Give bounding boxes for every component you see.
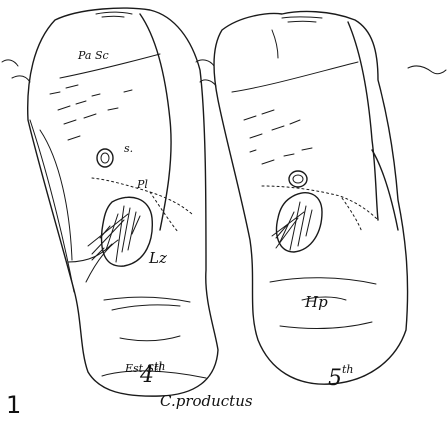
caption-fifth-segment: 5 th — [328, 363, 354, 391]
segment-ordinal: 4 — [139, 363, 154, 388]
segment-ordinal: 5 — [328, 366, 342, 391]
plate-number: 1 — [6, 391, 21, 419]
label-s: s. — [124, 142, 133, 155]
label-pl: Pl — [136, 178, 148, 191]
label-lz: Lz — [148, 249, 167, 267]
species-caption: C.productus — [160, 392, 253, 410]
segment-suffix: th — [342, 363, 354, 376]
fourth-segment-drawing — [28, 8, 218, 396]
label-pa-sc: Pa Sc — [77, 49, 109, 62]
fifth-segment-drawing — [214, 12, 408, 385]
intersegmental-membrane — [2, 60, 446, 86]
label-hp: Hp — [304, 293, 328, 311]
segment-suffix: th — [154, 360, 166, 373]
